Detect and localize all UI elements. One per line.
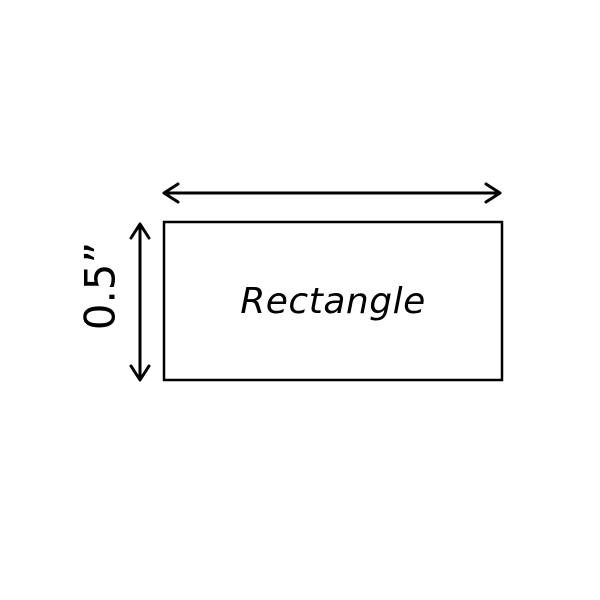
- height-dimension-text: 0.5”: [75, 241, 125, 331]
- rectangle-label: Rectangle: [164, 222, 502, 380]
- rectangle-outline: [162, 220, 504, 382]
- height-arrow: [129, 222, 151, 382]
- rectangle-label-text: Rectangle: [240, 280, 426, 322]
- width-arrow: [162, 182, 502, 204]
